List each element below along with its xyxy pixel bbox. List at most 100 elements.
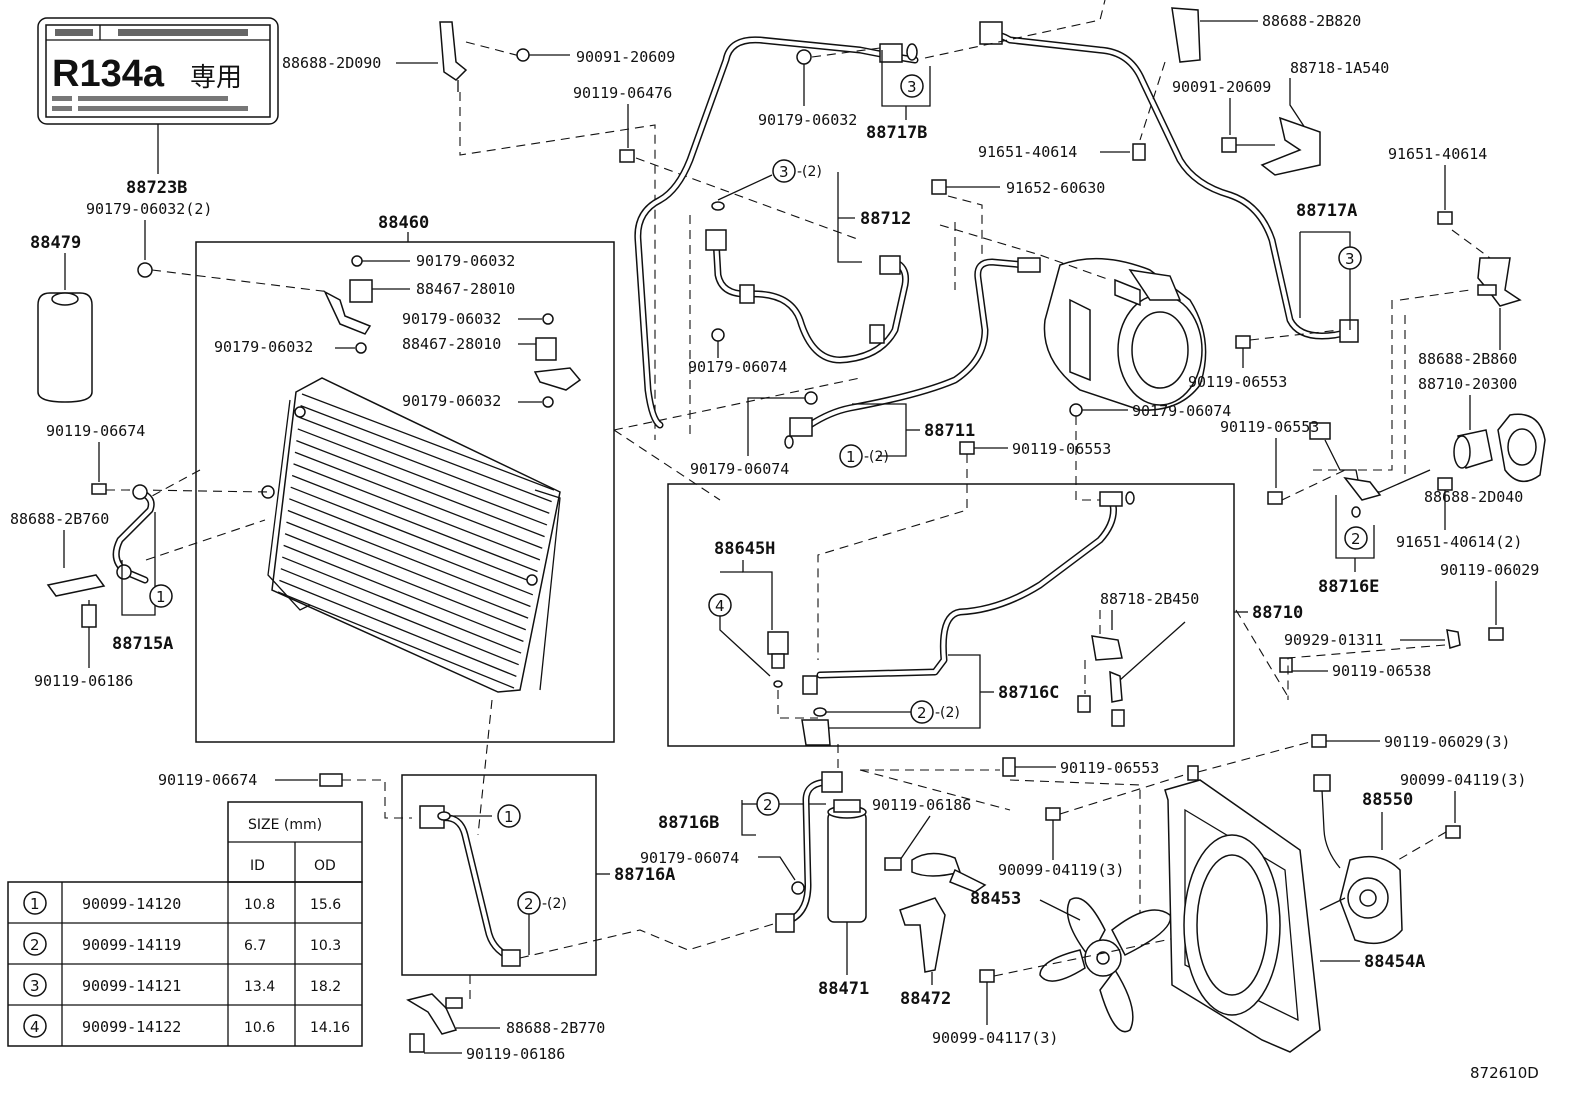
clamp-icon[interactable]	[1477, 257, 1522, 307]
bracket-icon[interactable]	[439, 21, 468, 81]
bolt-icon[interactable]	[959, 441, 975, 455]
bolt-icon[interactable]	[1445, 825, 1461, 839]
part-label[interactable]: 88453	[970, 889, 1021, 909]
part-label[interactable]: 90179-06032	[402, 310, 501, 328]
part-label[interactable]: 90119-06186	[872, 796, 971, 814]
part-label[interactable]: 88711	[924, 421, 975, 441]
part-label[interactable]: 90179-06032	[402, 392, 501, 410]
fitting-icon[interactable]	[801, 719, 831, 746]
part-label[interactable]: 90091-20609	[576, 48, 675, 66]
part-label[interactable]: 88550	[1362, 790, 1413, 810]
part-label[interactable]: 88716E	[1318, 577, 1379, 597]
compressor[interactable]	[1043, 257, 1207, 411]
clamp-icon[interactable]	[1171, 7, 1201, 63]
part-label[interactable]: 88718-2B450	[1100, 590, 1199, 608]
nut-icon[interactable]	[1069, 403, 1083, 417]
bolt-icon[interactable]	[931, 179, 947, 195]
clamp-icon[interactable]	[1091, 635, 1123, 661]
part-label[interactable]: 88716B	[658, 813, 719, 833]
bolt-icon[interactable]	[81, 604, 97, 628]
part-label[interactable]: 88479	[30, 233, 81, 253]
part-label[interactable]: 88718-1A540	[1290, 59, 1389, 77]
bracket-88472[interactable]	[899, 852, 987, 973]
cushion-icon[interactable]	[349, 279, 373, 303]
part-label[interactable]: 88717B	[866, 123, 927, 143]
part-label[interactable]: 88472	[900, 989, 951, 1009]
nut-icon[interactable]	[796, 49, 812, 65]
pipe-88715A[interactable]	[112, 484, 155, 584]
part-label[interactable]: 88688-2B760	[10, 510, 109, 528]
nut-icon[interactable]	[804, 391, 818, 405]
fitting-icon[interactable]	[1309, 422, 1331, 440]
clamp-icon[interactable]	[1109, 670, 1123, 703]
nut-icon[interactable]	[351, 255, 363, 267]
bolt-icon[interactable]	[1437, 477, 1453, 491]
part-label[interactable]: 88688-2D040	[1424, 488, 1523, 506]
part-label[interactable]: 88716A	[614, 865, 675, 885]
part-label[interactable]: 90119-06186	[466, 1045, 565, 1063]
bolt-icon[interactable]	[1477, 284, 1497, 296]
part-label[interactable]: 88471	[818, 979, 869, 999]
part-label[interactable]: 91651-40614(2)	[1396, 533, 1522, 551]
refrigerant-label-sticker[interactable]: R134a 専用	[37, 17, 279, 125]
part-label[interactable]: 88467-28010	[402, 335, 501, 353]
part-label[interactable]: 90179-06074	[690, 460, 789, 478]
part-label[interactable]: 90119-06476	[573, 84, 672, 102]
bolt-icon[interactable]	[319, 773, 343, 787]
bolt-icon[interactable]	[516, 48, 530, 62]
part-label[interactable]: 90119-06029(3)	[1384, 733, 1510, 751]
part-label[interactable]: 90119-06538	[1332, 662, 1431, 680]
part-label[interactable]: 91651-40614	[978, 143, 1077, 161]
condenser-core[interactable]	[261, 377, 561, 693]
pipe-88717A[interactable]	[979, 21, 1359, 343]
pipe-88711[interactable]	[789, 257, 1041, 437]
part-label[interactable]: 90179-06032	[416, 252, 515, 270]
part-label[interactable]: 90119-06553	[1220, 418, 1319, 436]
pipe-88716A[interactable]	[419, 805, 521, 967]
part-label[interactable]: 88688-2D090	[282, 54, 381, 72]
part-label[interactable]: 91651-40614	[1388, 145, 1487, 163]
part-label[interactable]: 88716C	[998, 683, 1059, 703]
bolt-icon[interactable]	[1488, 627, 1504, 641]
part-label[interactable]: 90119-06553	[1012, 440, 1111, 458]
bolt-icon[interactable]	[1437, 211, 1453, 225]
bolt-icon[interactable]	[1267, 491, 1283, 505]
part-label[interactable]: 88710	[1252, 603, 1303, 623]
fan-88453[interactable]	[1039, 897, 1172, 1033]
nut-icon[interactable]	[137, 262, 153, 278]
part-label[interactable]: 88688-2B820	[1262, 12, 1361, 30]
bolt-icon[interactable]	[619, 149, 635, 163]
clip-icon[interactable]	[1446, 629, 1461, 649]
part-label[interactable]: 90091-20609	[1172, 78, 1271, 96]
part-label[interactable]: 88454A	[1364, 952, 1425, 972]
bolt-icon[interactable]	[1111, 709, 1125, 727]
part-label[interactable]: 88710-20300	[1418, 375, 1517, 393]
part-label[interactable]: 90929-01311	[1284, 631, 1383, 649]
pipe-88716B[interactable]	[775, 771, 843, 933]
bolt-icon[interactable]	[445, 997, 463, 1009]
nut-icon[interactable]	[791, 881, 805, 895]
cushion-icon[interactable]	[535, 337, 557, 361]
receiver-dryer-88479[interactable]	[37, 292, 93, 403]
part-label[interactable]: 90099-04119(3)	[1400, 771, 1526, 789]
part-label[interactable]: 88688-2B860	[1418, 350, 1517, 368]
bracket-icon[interactable]	[323, 290, 372, 335]
part-label[interactable]: 88723B	[126, 178, 187, 198]
part-label[interactable]: 88460	[378, 213, 429, 233]
part-label[interactable]: 88715A	[112, 634, 173, 654]
part-label[interactable]: 90099-04119(3)	[998, 861, 1124, 879]
part-label[interactable]: 90119-06553	[1060, 759, 1159, 777]
part-label[interactable]: 90119-06029	[1440, 561, 1539, 579]
receiver-88471[interactable]	[827, 799, 867, 923]
bolt-icon[interactable]	[1077, 695, 1091, 713]
fan-motor-88550[interactable]	[1313, 774, 1403, 945]
bolt-icon[interactable]	[884, 857, 902, 871]
nut-icon[interactable]	[542, 313, 554, 325]
bracket-icon[interactable]	[406, 993, 458, 1035]
hose-88712[interactable]	[705, 229, 909, 364]
part-label[interactable]: 90119-06674	[158, 771, 257, 789]
nut-icon[interactable]	[355, 342, 367, 354]
part-label[interactable]: 90179-06032	[758, 111, 857, 129]
nut-icon[interactable]	[711, 328, 725, 342]
nut-icon[interactable]	[542, 396, 554, 408]
